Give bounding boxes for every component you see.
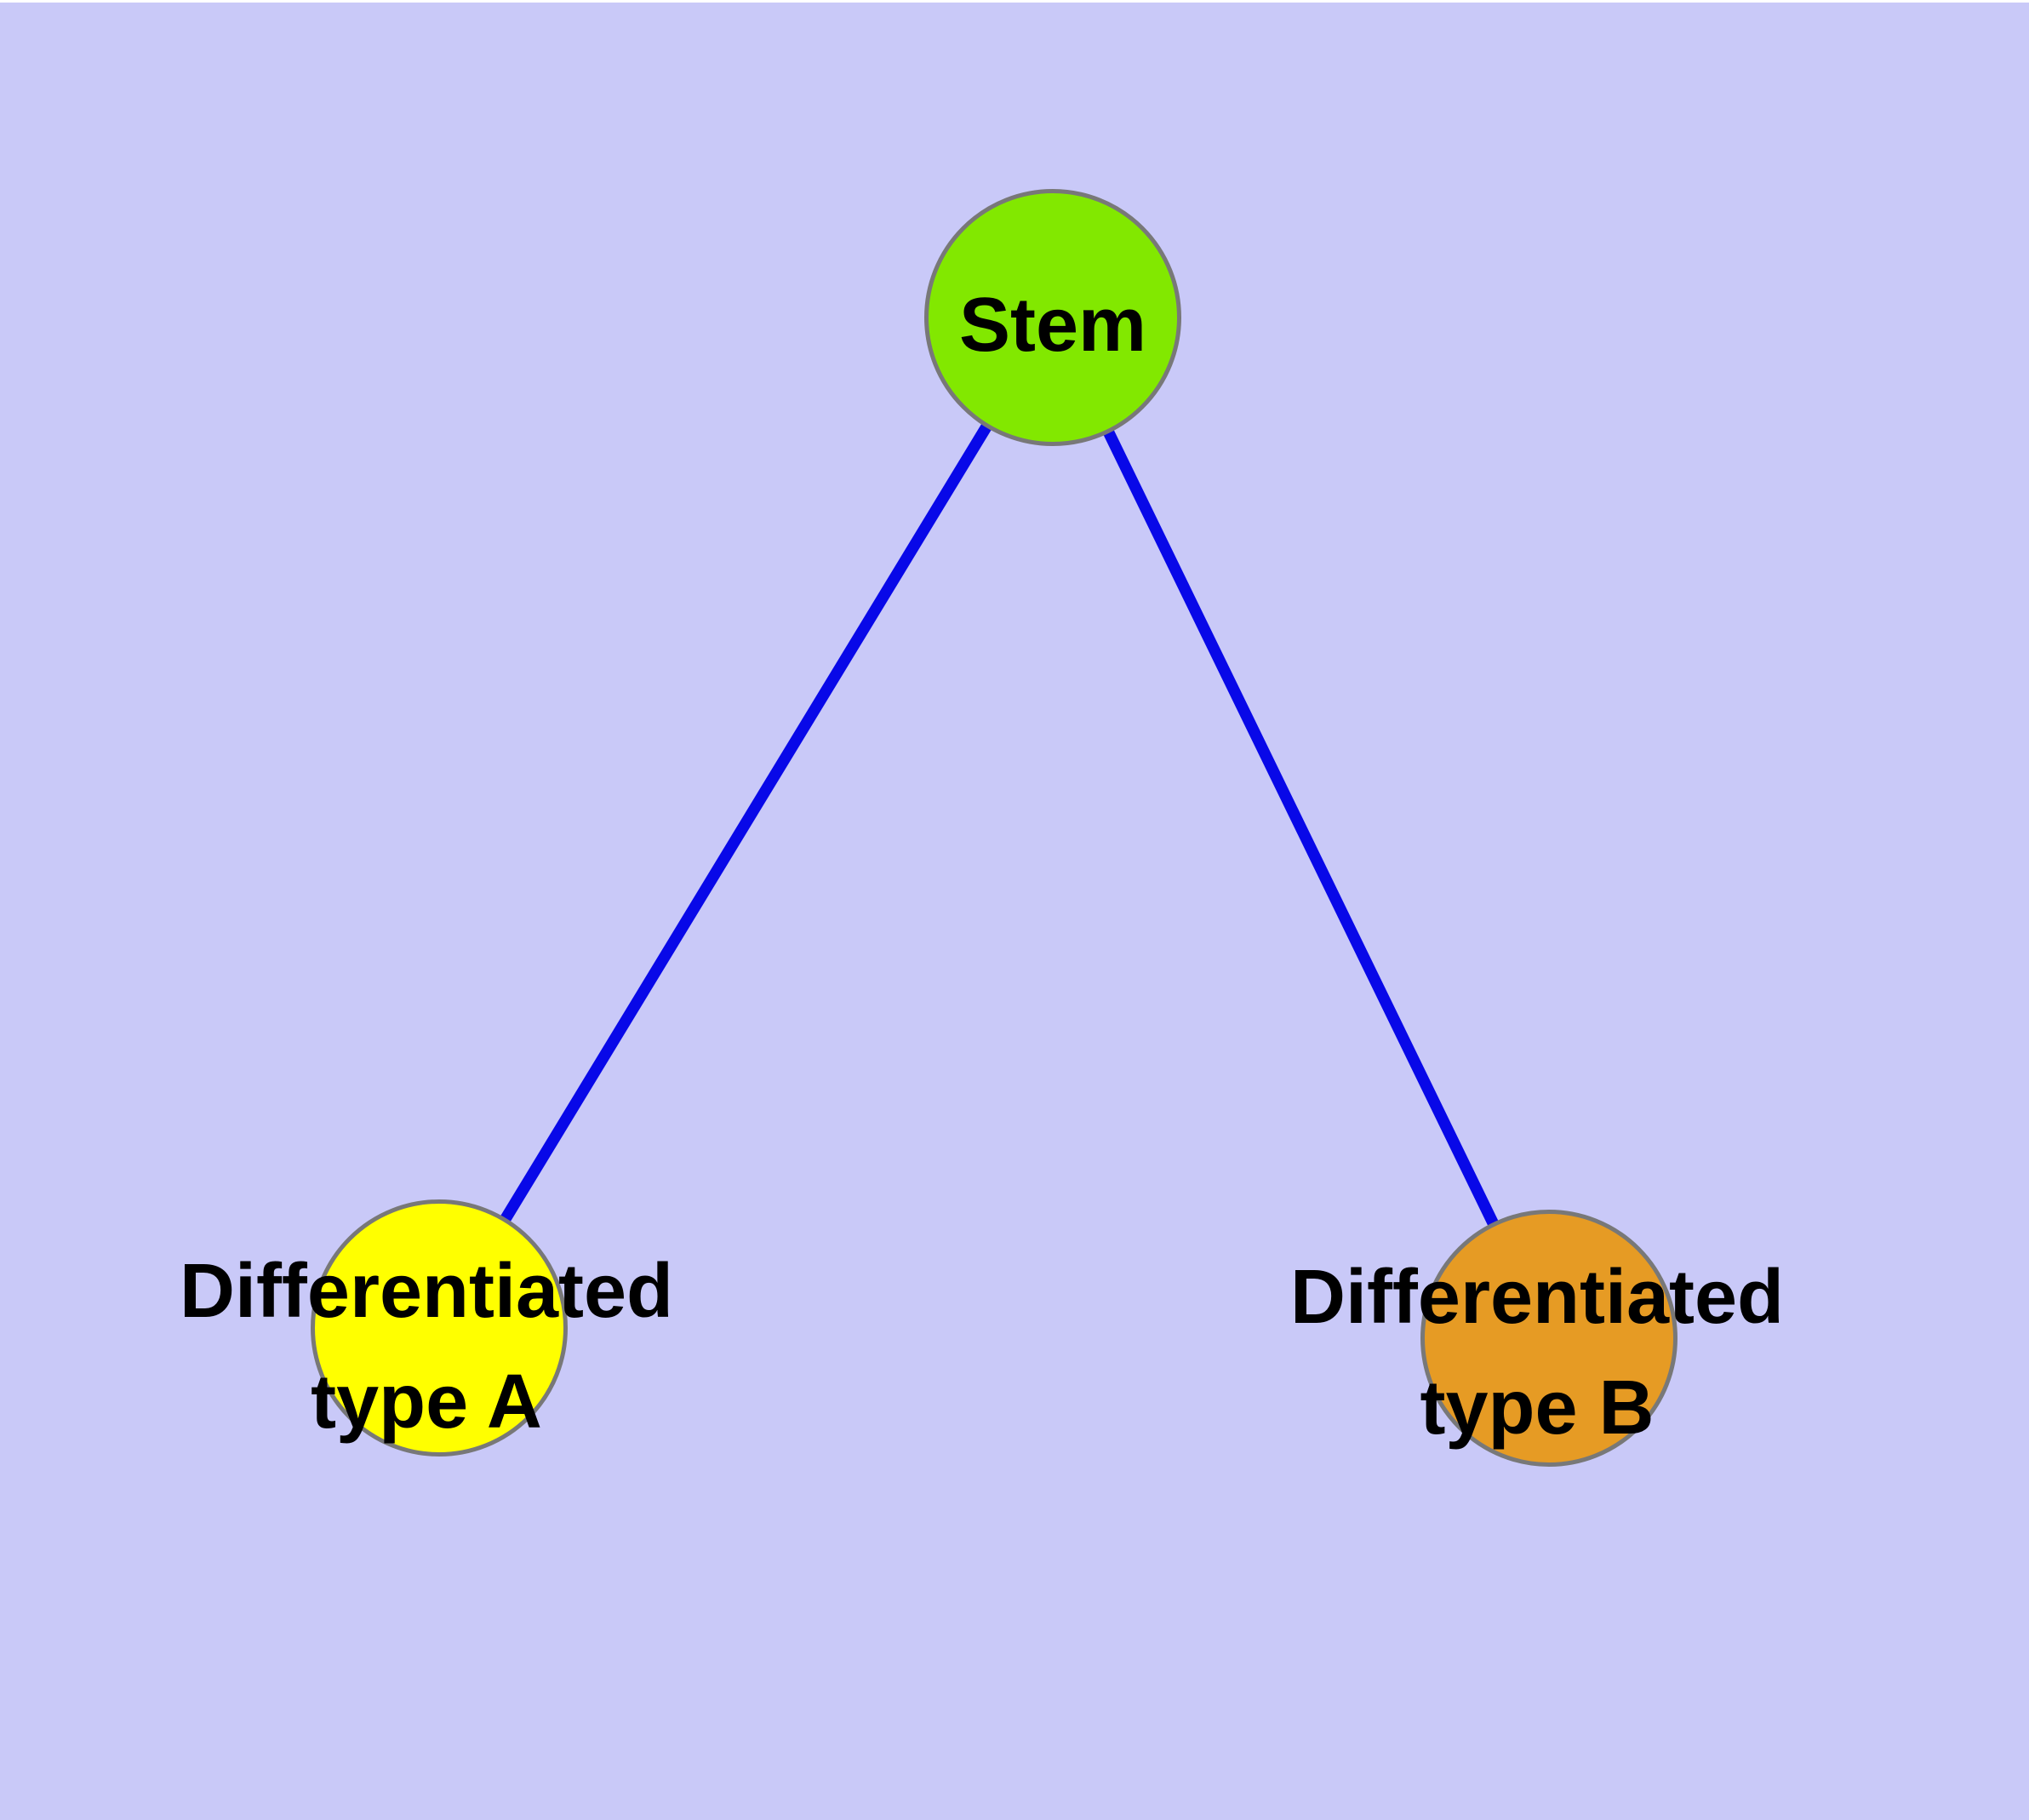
node-type-b-label-line2: type B <box>1420 1365 1655 1451</box>
node-differentiated-type-a <box>311 1199 568 1457</box>
node-differentiated-type-b <box>1420 1210 1677 1467</box>
node-stem <box>924 189 1181 446</box>
node-type-a-label-line2: type A <box>311 1359 542 1445</box>
edge-stem-to-type-a <box>434 314 1058 1331</box>
node-stem-label: Stem <box>958 283 1147 368</box>
node-type-a-label: Differentiated type A <box>129 1236 724 1457</box>
node-type-a-label-line1: Differentiated <box>179 1249 674 1334</box>
node-type-b-label-line1: Differentiated <box>1289 1255 1785 1340</box>
edge-stem-to-type-b <box>1047 315 1555 1341</box>
node-type-b-label: Differentiated type B <box>1239 1242 1835 1463</box>
top-margin-strip <box>0 0 2029 3</box>
